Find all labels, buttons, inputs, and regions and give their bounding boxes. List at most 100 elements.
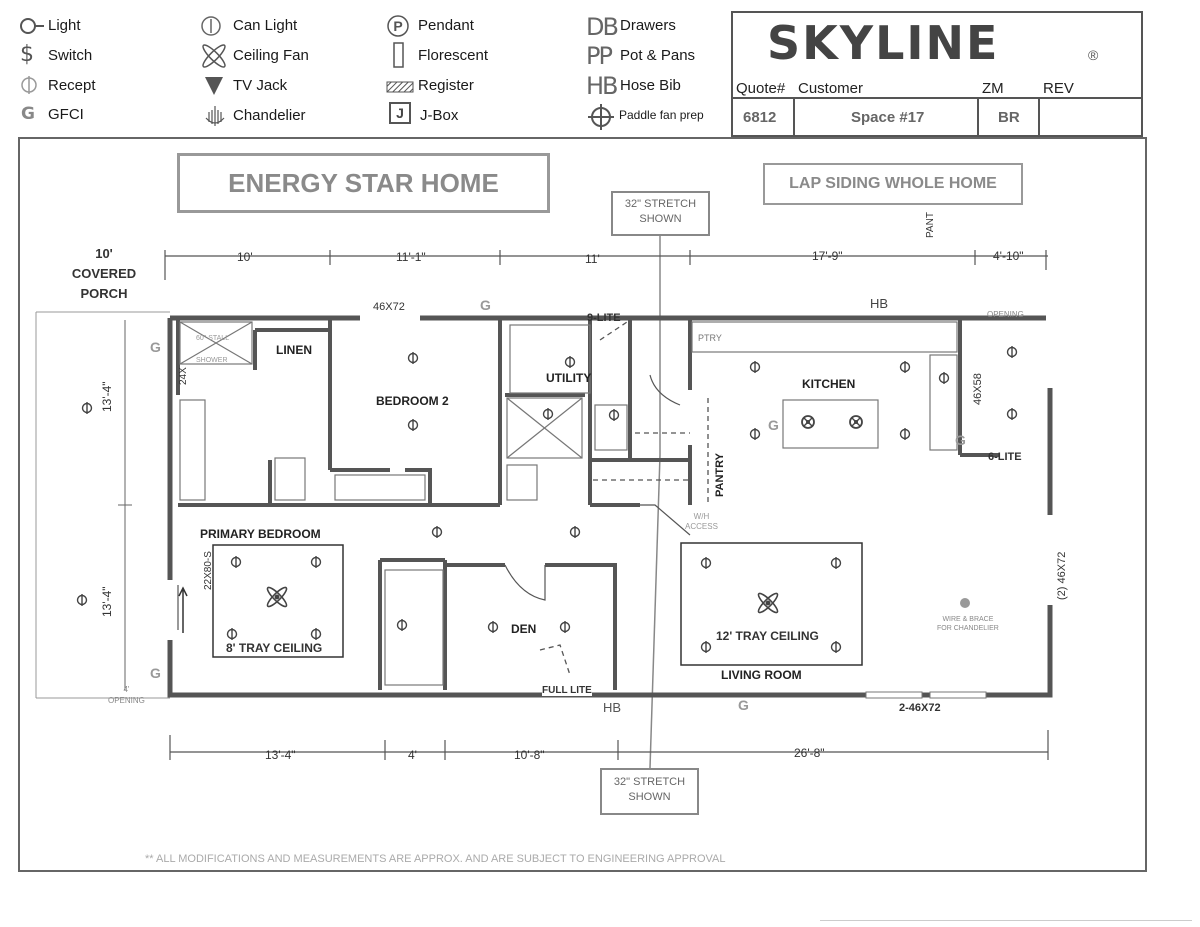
switch-icon: $ <box>20 42 34 67</box>
pendant-icon <box>849 415 863 429</box>
light-fixtures <box>76 345 1018 654</box>
legend-label-register: Register <box>418 77 474 94</box>
door-swings <box>177 374 691 630</box>
linen-label: LINEN <box>276 343 312 357</box>
engineering-approval-note: ** ALL MODIFICATIONS AND MEASUREMENTS AR… <box>145 853 726 865</box>
pot-pans-icon: PP <box>586 42 613 70</box>
opening-top-label: OPENING <box>987 310 1024 319</box>
zm-value: BR <box>998 109 1020 126</box>
paddle-fan-prep-icon <box>587 103 615 135</box>
ptry-label: PTRY <box>698 333 722 343</box>
porch-outline <box>35 311 170 699</box>
hose-bib-icon: HB <box>586 72 618 100</box>
tray-ceiling-12-label: 12' TRAY CEILING <box>716 629 819 643</box>
pendant-icon <box>801 415 815 429</box>
legend-label-gfci: GFCI <box>48 106 84 123</box>
svg-text:G: G <box>955 432 966 448</box>
kitchen-label: KITCHEN <box>802 377 856 391</box>
fixtures <box>179 321 958 686</box>
energy-star-text: ENERGY STAR HOME <box>228 167 499 198</box>
stretch-callout-bottom-line1: 32" STRETCH <box>613 776 686 788</box>
dim-bottom-4: 26'-8" <box>794 746 825 760</box>
legend-label-florescent: Florescent <box>418 47 489 64</box>
legend-label-j-box: J-Box <box>420 107 459 124</box>
window-46x72-top <box>360 315 420 321</box>
can-light-icon <box>200 15 224 41</box>
dim-bottom-2: 4' <box>408 748 417 762</box>
legend-label-switch: Switch <box>48 47 93 64</box>
dim-top-3: 11' <box>585 252 600 266</box>
drawers-icon: DB <box>586 13 619 41</box>
bottom-dimension-line <box>169 730 1049 760</box>
scan-edge <box>820 920 1192 921</box>
pant-label: PANT <box>925 212 936 238</box>
rev-header: REV <box>1043 80 1074 97</box>
two-46x72-bottom-label: 2-46X72 <box>899 702 941 714</box>
svg-text:G: G <box>480 297 491 313</box>
door-left <box>167 580 173 640</box>
window-bottom-2 <box>929 691 987 699</box>
dim-top-1: 10' <box>237 250 253 264</box>
customer-header: Customer <box>798 80 864 97</box>
sheet-border <box>18 137 1147 872</box>
gfci-markers: G G G G G G <box>150 297 966 713</box>
quote-header: Quote# <box>736 80 786 97</box>
tray-ceiling-12 <box>680 542 863 666</box>
living-room-label: LIVING ROOM <box>721 668 802 682</box>
pantry-label: PANTRY <box>714 453 726 497</box>
entry-arrow-icon <box>178 586 188 633</box>
stretch-callout-top-line1: 32" STRETCH <box>624 198 697 210</box>
two-46x72-right-label: (2) 46X72 <box>1056 551 1068 600</box>
dim-left-1: 13'-4" <box>100 381 114 412</box>
legend-label-tv-jack: TV Jack <box>233 77 288 94</box>
legend-label-pendant: Pendant <box>418 17 474 34</box>
stretch-callout-bottom-line2: SHOWN <box>628 791 671 803</box>
lap-siding-banner: LAP SIDING WHOLE HOME <box>763 163 1023 205</box>
tray-ceiling-8-label: 8' TRAY CEILING <box>226 641 323 655</box>
customer-value: Space #17 <box>851 109 925 126</box>
legend-label-can-light: Can Light <box>233 17 298 34</box>
legend-label-chandelier: Chandelier <box>233 107 306 124</box>
ceiling-fan-icon <box>264 584 290 610</box>
skyline-logo: SKYLINE <box>767 16 1000 70</box>
dim-bottom-3: 10'-8" <box>514 748 545 762</box>
ceiling-fan-icon <box>755 590 781 616</box>
wh-access-label: W/H ACCESS <box>685 512 718 531</box>
shower-label: 60" STALL SHOWER <box>196 335 229 364</box>
hose-bib-bottom-label: HB <box>603 700 622 715</box>
full-lite-label: FULL LITE <box>542 685 592 696</box>
legend-label-paddle-fan-prep: Paddle fan prep <box>619 108 704 122</box>
chandelier-icon <box>960 598 970 608</box>
dim-left-2: 13'-4" <box>100 586 114 617</box>
interior-walls <box>176 318 1000 690</box>
dim-top-2: 11'-1" <box>396 250 426 264</box>
legend-label-pot-pans: Pot & Pans <box>620 47 696 64</box>
dim-bottom-1: 13'-4" <box>265 748 296 762</box>
left-dimension-line <box>118 320 132 690</box>
svg-text:G: G <box>738 697 749 713</box>
svg-text:G: G <box>768 417 779 433</box>
window-24x-label: 24X <box>178 367 189 385</box>
dim-top-5: 4'-10" <box>993 249 1024 263</box>
wire-brace-label: WIRE & BRACE FOR CHANDELIER <box>937 616 999 632</box>
svg-text:G: G <box>150 665 161 681</box>
register-icon <box>386 79 414 97</box>
window-22x80-label: 22X80-S <box>203 551 214 590</box>
hose-bib-top-label: HB <box>870 296 889 311</box>
opening-right <box>1047 318 1053 388</box>
stretch-callout-top-line2: SHOWN <box>639 213 682 225</box>
covered-porch-label: 10' COVERED PORCH <box>71 246 137 301</box>
legend-label-hose-bib: Hose Bib <box>620 77 681 94</box>
primary-bedroom-label: PRIMARY BEDROOM <box>200 527 321 541</box>
legend-label-recept: Recept <box>48 77 96 94</box>
svg-text:G: G <box>150 339 161 355</box>
quote-value: 6812 <box>743 109 777 126</box>
stretch-line-bottom <box>649 454 661 769</box>
window-right <box>1047 515 1053 605</box>
legend-label-ceiling-fan: Ceiling Fan <box>233 47 309 64</box>
gfci-icon: G <box>21 104 35 124</box>
pendant-icon: P <box>386 14 410 42</box>
four-opening-label: 4' OPENING <box>108 685 145 705</box>
window-46x72-label: 46X72 <box>373 301 405 313</box>
